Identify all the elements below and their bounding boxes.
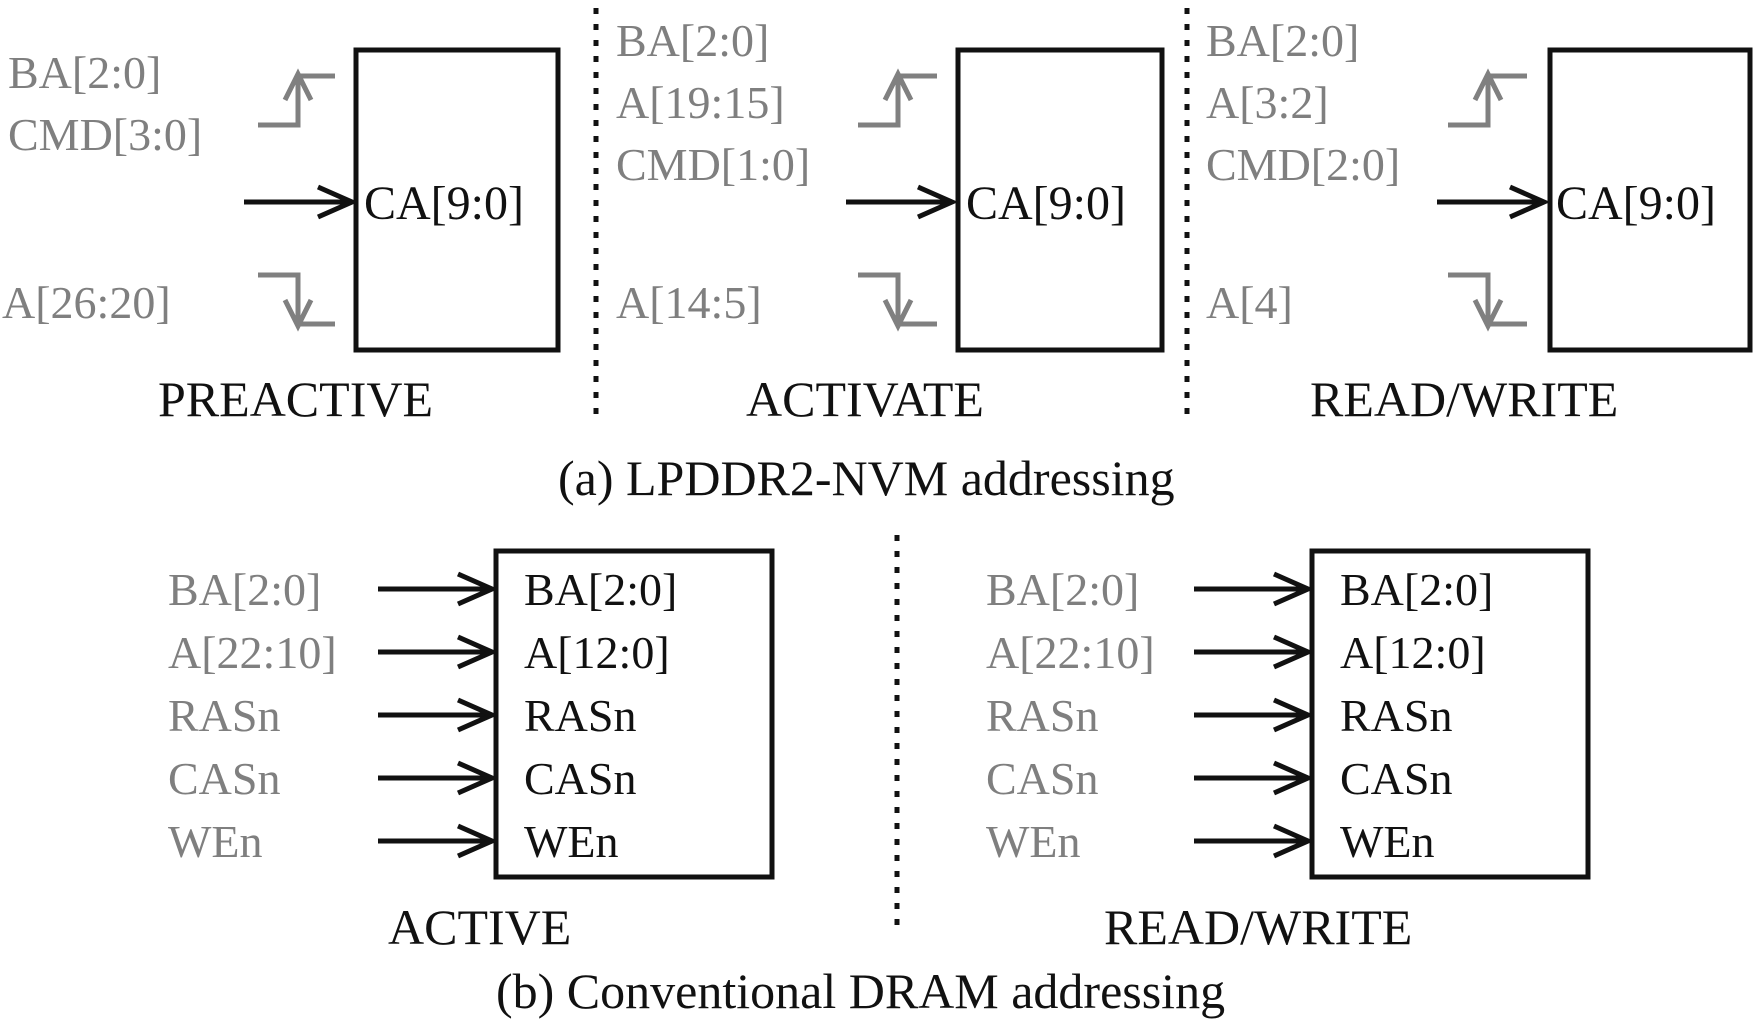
phase-preactive: BA[2:0] CMD[3:0] A[26:20] CA[9:0] PREACT…	[2, 47, 561, 427]
signal-label: BA[2:0]	[616, 15, 769, 66]
signal-label: CASn	[168, 753, 280, 804]
panel-b-caption: (b) Conventional DRAM addressing	[496, 963, 1225, 1019]
signal-label: WEn	[168, 816, 263, 867]
phase-read-write-b: BA[2:0] A[22:10] RASn CASn WEn BA[2:0] A…	[986, 548, 1591, 955]
signal-label: RASn	[986, 690, 1098, 741]
signal-label: A[4]	[1206, 277, 1293, 328]
lower-bus-arrowhead	[1472, 298, 1504, 332]
signal-label: A[14:5]	[616, 277, 762, 328]
input-arrowhead	[456, 823, 499, 859]
ca-register-label: CA[9:0]	[966, 177, 1126, 230]
pin-label: CASn	[1340, 753, 1452, 804]
phase-activate: BA[2:0] A[19:15] CMD[1:0] A[14:5] CA[9:0…	[616, 15, 1165, 427]
main-input-arrowhead	[916, 184, 959, 220]
upper-bus-arrow	[1448, 73, 1527, 128]
input-arrows	[1194, 571, 1315, 859]
ca-register-label: CA[9:0]	[1556, 177, 1716, 230]
upper-bus-arrowhead	[282, 68, 314, 102]
pin-label: BA[2:0]	[524, 564, 677, 615]
main-input-arrowhead	[1508, 184, 1551, 220]
lower-bus-arrowhead	[282, 298, 314, 332]
pin-label: A[12:0]	[524, 627, 670, 678]
signal-label: CMD[3:0]	[8, 109, 202, 160]
input-arrowhead	[1272, 697, 1315, 733]
input-arrowhead	[1272, 571, 1315, 607]
phase-title: READ/WRITE	[1104, 899, 1412, 955]
signal-label: BA[2:0]	[8, 47, 161, 98]
phase-title: ACTIVE	[388, 899, 571, 955]
input-arrowhead	[456, 571, 499, 607]
signal-label: BA[2:0]	[168, 564, 321, 615]
pin-label: RASn	[524, 690, 636, 741]
panel-b: BA[2:0] A[22:10] RASn CASn WEn BA[2:0] A…	[168, 535, 1591, 1019]
input-arrowhead	[1272, 634, 1315, 670]
upper-bus-arrow	[258, 73, 335, 128]
ca-register-box	[353, 47, 561, 353]
signal-label: A[19:15]	[616, 77, 785, 128]
pin-label: BA[2:0]	[1340, 564, 1493, 615]
dram-pin-box	[1309, 548, 1591, 880]
dram-pin-box	[493, 548, 775, 880]
signal-label: RASn	[168, 690, 280, 741]
lower-bus-arrow	[858, 272, 937, 327]
input-arrowhead	[456, 697, 499, 733]
pin-label: WEn	[524, 816, 619, 867]
ca-register-box	[955, 47, 1165, 353]
phase-active: BA[2:0] A[22:10] RASn CASn WEn BA[2:0] A…	[168, 548, 775, 955]
phase-title: ACTIVATE	[746, 371, 984, 427]
upper-bus-arrowhead	[882, 68, 914, 102]
ca-register-box	[1547, 47, 1753, 353]
pin-label: RASn	[1340, 690, 1452, 741]
signal-label: A[22:10]	[168, 627, 337, 678]
lower-bus-arrowhead	[882, 298, 914, 332]
upper-bus-arrowhead	[1472, 68, 1504, 102]
main-input-arrowhead	[316, 184, 359, 220]
pin-label: A[12:0]	[1340, 627, 1486, 678]
lower-bus-arrow	[1448, 272, 1527, 327]
signal-label: CMD[1:0]	[616, 139, 810, 190]
phase-title: READ/WRITE	[1310, 371, 1618, 427]
panel-a: BA[2:0] CMD[3:0] A[26:20] CA[9:0] PREACT…	[2, 8, 1753, 506]
input-arrowhead	[1272, 823, 1315, 859]
signal-label: BA[2:0]	[1206, 15, 1359, 66]
signal-label: BA[2:0]	[986, 564, 1139, 615]
signal-label: WEn	[986, 816, 1081, 867]
panel-a-caption: (a) LPDDR2-NVM addressing	[558, 450, 1175, 506]
input-arrows	[378, 571, 499, 859]
input-arrowhead	[1272, 760, 1315, 796]
lower-bus-arrow	[258, 272, 335, 327]
signal-label: A[26:20]	[2, 277, 171, 328]
signal-label: CMD[2:0]	[1206, 139, 1400, 190]
phase-read-write: BA[2:0] A[3:2] CMD[2:0] A[4] CA[9:0] REA…	[1206, 15, 1753, 427]
phase-title: PREACTIVE	[158, 371, 433, 427]
upper-bus-arrow	[858, 73, 937, 128]
input-arrowhead	[456, 760, 499, 796]
input-arrowhead	[456, 634, 499, 670]
signal-label: CASn	[986, 753, 1098, 804]
signal-label: A[3:2]	[1206, 77, 1329, 128]
pin-label: CASn	[524, 753, 636, 804]
signal-label: A[22:10]	[986, 627, 1155, 678]
pin-label: WEn	[1340, 816, 1435, 867]
ca-register-label: CA[9:0]	[364, 177, 524, 230]
